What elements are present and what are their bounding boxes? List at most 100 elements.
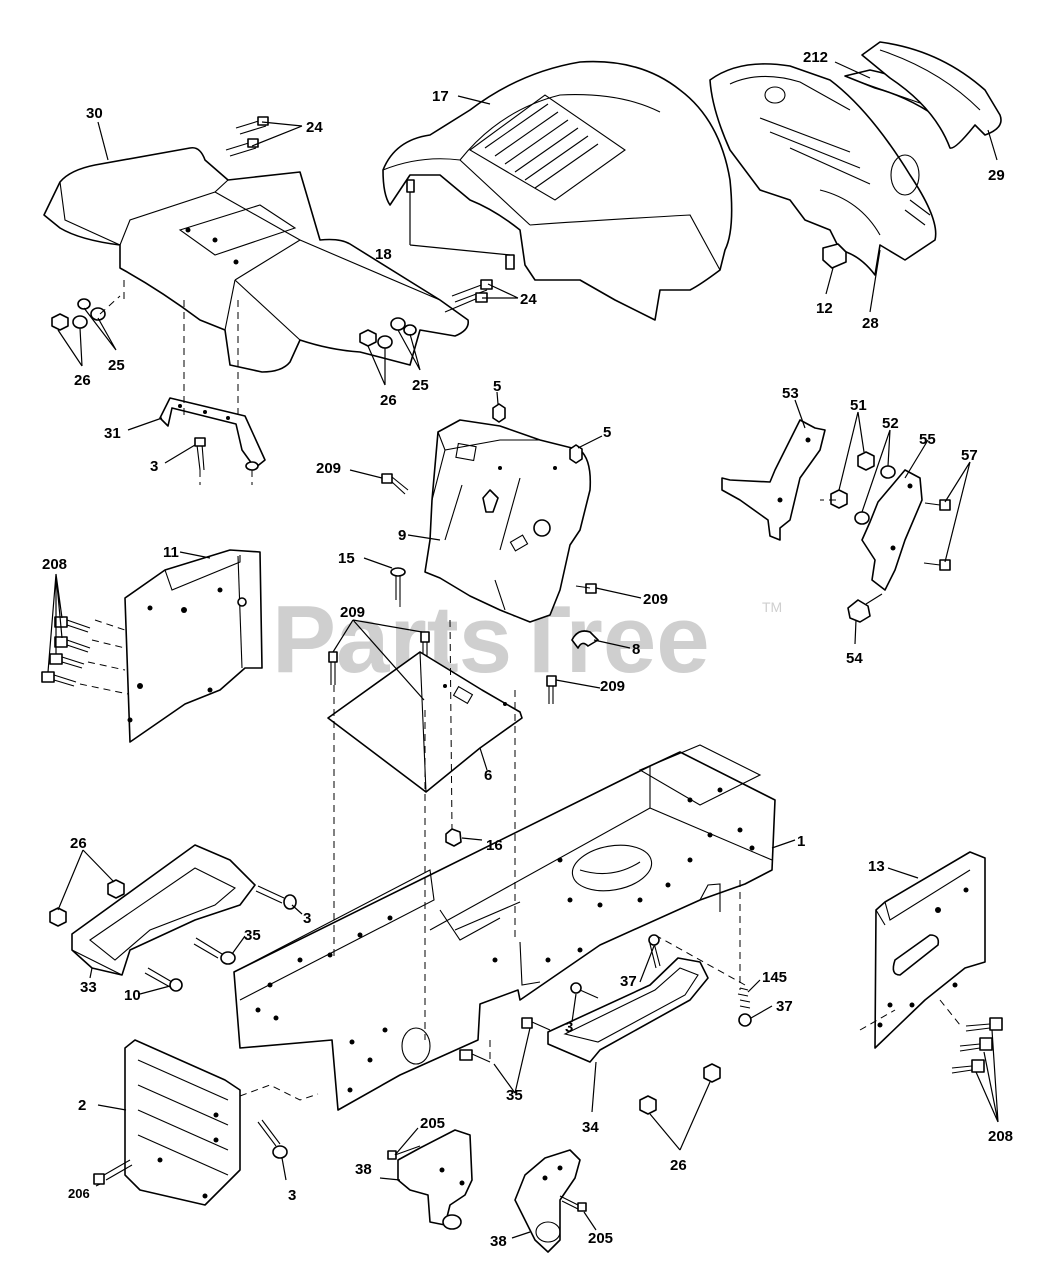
callout-28: 28: [862, 315, 879, 332]
callout-208: 208: [42, 556, 67, 573]
callout-205-right: 205: [588, 1230, 613, 1247]
part-3-screw-upper[interactable]: [194, 437, 206, 471]
callout-3: 3: [150, 458, 158, 475]
callout-206: 206: [68, 1186, 90, 1201]
callout-13: 13: [868, 858, 885, 875]
callout-2: 2: [78, 1097, 86, 1114]
part-30-rear-fender[interactable]: [43, 146, 470, 373]
callout-labels: 30 24 17 212 29 18 24 12 28 26 25 26 25 …: [42, 49, 1013, 1250]
part-29-accent[interactable]: [861, 41, 1002, 149]
callout-29: 29: [988, 167, 1005, 184]
part-3-screw-frame[interactable]: [570, 982, 599, 999]
callout-30: 30: [86, 105, 103, 122]
part-35-bolt-right[interactable]: [459, 1017, 551, 1063]
callout-54: 54: [846, 650, 863, 667]
callout-34: 34: [582, 1119, 599, 1136]
part-34-bumper[interactable]: [547, 957, 709, 1063]
part-26-nuts-left[interactable]: [49, 879, 125, 927]
part-3-screw-hitch[interactable]: [255, 885, 297, 910]
callout-24-lower: 24: [520, 291, 537, 308]
callout-17: 17: [432, 88, 449, 105]
callout-26-hitch: 26: [70, 835, 87, 852]
callout-209-clip: 209: [600, 678, 625, 695]
part-205-screw-right[interactable]: [559, 1195, 587, 1212]
part-8-clip[interactable]: [571, 630, 599, 649]
callout-16: 16: [486, 837, 503, 854]
callout-208-right: 208: [988, 1128, 1013, 1145]
callout-38: 38: [355, 1161, 372, 1178]
part-24-bolts-upper[interactable]: [225, 116, 269, 157]
part-5-bushing-b[interactable]: [569, 444, 583, 464]
callout-55: 55: [919, 431, 936, 448]
part-53-bracket[interactable]: [721, 419, 826, 541]
part-11-left-panel[interactable]: [124, 549, 263, 743]
callout-205: 205: [420, 1115, 445, 1132]
part-38-bracket-right[interactable]: [514, 1149, 581, 1253]
callout-209: 209: [316, 460, 341, 477]
callout-26-bumper: 26: [670, 1157, 687, 1174]
part-26-25-hardware-left[interactable]: [51, 295, 121, 331]
watermark-trademark: TM: [762, 599, 782, 615]
part-1-main-frame[interactable]: [233, 744, 776, 1111]
callout-33: 33: [80, 979, 97, 996]
callout-24: 24: [306, 119, 323, 136]
part-5-bushing-a[interactable]: [492, 403, 506, 423]
callout-18: 18: [375, 246, 392, 263]
part-15-screw[interactable]: [390, 567, 406, 600]
part-52-washers[interactable]: [854, 465, 896, 525]
part-28-grille[interactable]: [709, 63, 937, 276]
callout-5-right: 5: [603, 424, 611, 441]
callout-57: 57: [961, 447, 978, 464]
callout-37: 37: [620, 973, 637, 990]
part-26-25-hardware-right[interactable]: [359, 317, 417, 349]
callout-5: 5: [493, 378, 501, 395]
part-16-nut[interactable]: [445, 828, 462, 847]
callout-9: 9: [398, 527, 406, 544]
part-24-bolts-lower[interactable]: [444, 279, 493, 313]
part-208-bolts-right[interactable]: [951, 1017, 1003, 1074]
part-12-bushing[interactable]: [822, 243, 847, 269]
part-31-bracket[interactable]: [159, 397, 266, 471]
callout-11: 11: [163, 544, 179, 561]
leader-lines: [47, 61, 999, 1239]
part-205-screw-left[interactable]: [387, 1145, 421, 1160]
callout-6: 6: [484, 767, 492, 784]
part-26-nuts-bumper[interactable]: [639, 1063, 721, 1115]
callout-212: 212: [803, 49, 828, 66]
callout-35: 35: [244, 927, 261, 944]
callout-3-frame: 3: [565, 1019, 573, 1036]
part-55-plate[interactable]: [861, 469, 923, 591]
part-38-bracket-left[interactable]: [397, 1129, 473, 1230]
part-206-screw[interactable]: [93, 1159, 133, 1185]
part-37-pin-left[interactable]: [648, 934, 661, 969]
part-33-hitch[interactable]: [71, 844, 256, 976]
part-17-hood[interactable]: [382, 60, 733, 321]
part-2-rear-panel[interactable]: [124, 1039, 241, 1206]
part-37-pin-right[interactable]: [738, 1013, 752, 1027]
part-145-spring[interactable]: [737, 987, 751, 1009]
part-13-right-panel[interactable]: [874, 851, 986, 1049]
callout-10: 10: [124, 987, 141, 1004]
assembly-lines: [79, 280, 961, 1101]
part-35-bolt-left[interactable]: [193, 937, 236, 965]
part-209-screw-d[interactable]: [546, 675, 557, 704]
callout-145: 145: [762, 969, 787, 986]
callout-8: 8: [632, 641, 640, 658]
callout-52: 52: [882, 415, 899, 432]
callout-37-right: 37: [776, 998, 793, 1015]
part-51-nuts[interactable]: [830, 451, 875, 509]
callout-15: 15: [338, 550, 355, 567]
callout-25-right: 25: [412, 377, 429, 394]
part-54-knob[interactable]: [847, 593, 883, 623]
part-10-bolt[interactable]: [144, 967, 183, 992]
callout-26: 26: [74, 372, 91, 389]
part-9-dash-panel[interactable]: [424, 419, 592, 623]
part-209-screw-a[interactable]: [381, 473, 409, 495]
part-3-screw-panel[interactable]: [257, 1119, 288, 1159]
callout-26-right: 26: [380, 392, 397, 409]
callout-35-right: 35: [506, 1087, 523, 1104]
callout-51: 51: [850, 397, 867, 414]
callout-25: 25: [108, 357, 125, 374]
frame-holes: [255, 787, 755, 1093]
